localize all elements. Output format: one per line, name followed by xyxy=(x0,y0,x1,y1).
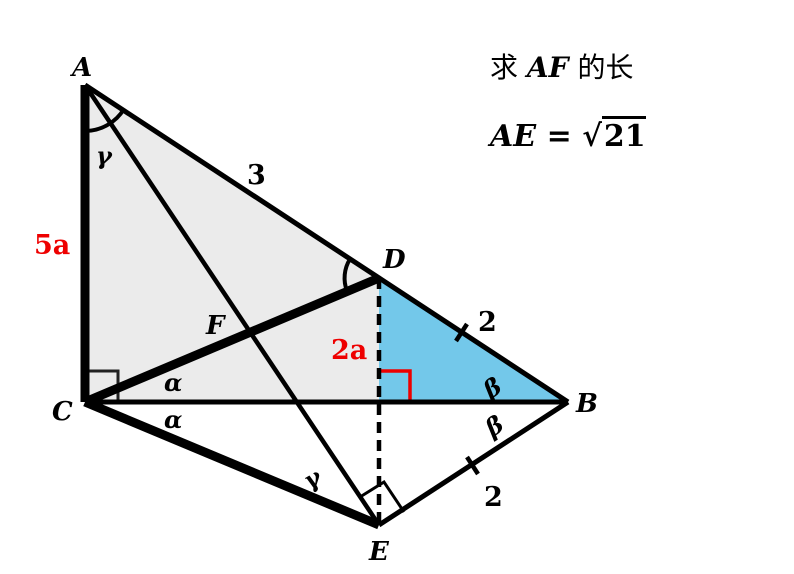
question-prefix: 求 xyxy=(490,51,519,84)
segment-ae xyxy=(83,83,381,527)
point-label-e: E xyxy=(368,537,390,567)
given-equals: = xyxy=(546,119,572,154)
point-label-c: C xyxy=(52,397,73,427)
tick-mark-eb xyxy=(465,455,480,476)
tick-mark-db xyxy=(454,322,469,343)
right-angle-mark-e xyxy=(359,479,406,513)
triangle-acd-fill xyxy=(85,85,379,402)
point-label-d: D xyxy=(382,245,406,275)
given-condition: AE = √21 xyxy=(490,112,690,162)
length-label-ac: 5a xyxy=(34,230,70,261)
point-label-f: F xyxy=(205,311,226,341)
question-target: AF xyxy=(526,51,569,84)
segment-ab xyxy=(83,82,570,405)
problem-question: 求 AF 的长 xyxy=(490,44,690,92)
angle-label-gamma-a: γ xyxy=(96,141,113,170)
length-label-db: 2 xyxy=(478,307,497,338)
angle-label-alpha-lower: α xyxy=(164,405,182,434)
angle-label-alpha-upper: α xyxy=(164,368,182,397)
question-suffix: 的长 xyxy=(577,51,634,84)
segment-ce xyxy=(83,397,381,530)
given-radicand: 21 xyxy=(601,116,646,154)
problem-panel: 求 AF 的长 AE = √21 xyxy=(490,44,690,162)
segment-cd xyxy=(83,273,381,407)
given-lhs: AE xyxy=(490,119,537,154)
angle-arc-a xyxy=(84,107,126,133)
point-label-b: B xyxy=(575,389,598,419)
length-label-dh: 2a xyxy=(331,335,367,366)
angle-arc-d xyxy=(342,257,352,292)
length-label-eb: 2 xyxy=(484,482,503,513)
point-label-a: A xyxy=(69,53,92,83)
right-angle-mark-h xyxy=(379,369,412,402)
radical-sign: √ xyxy=(582,119,602,154)
angle-label-beta-lower: β xyxy=(479,409,509,443)
length-label-ad: 3 xyxy=(247,160,266,191)
